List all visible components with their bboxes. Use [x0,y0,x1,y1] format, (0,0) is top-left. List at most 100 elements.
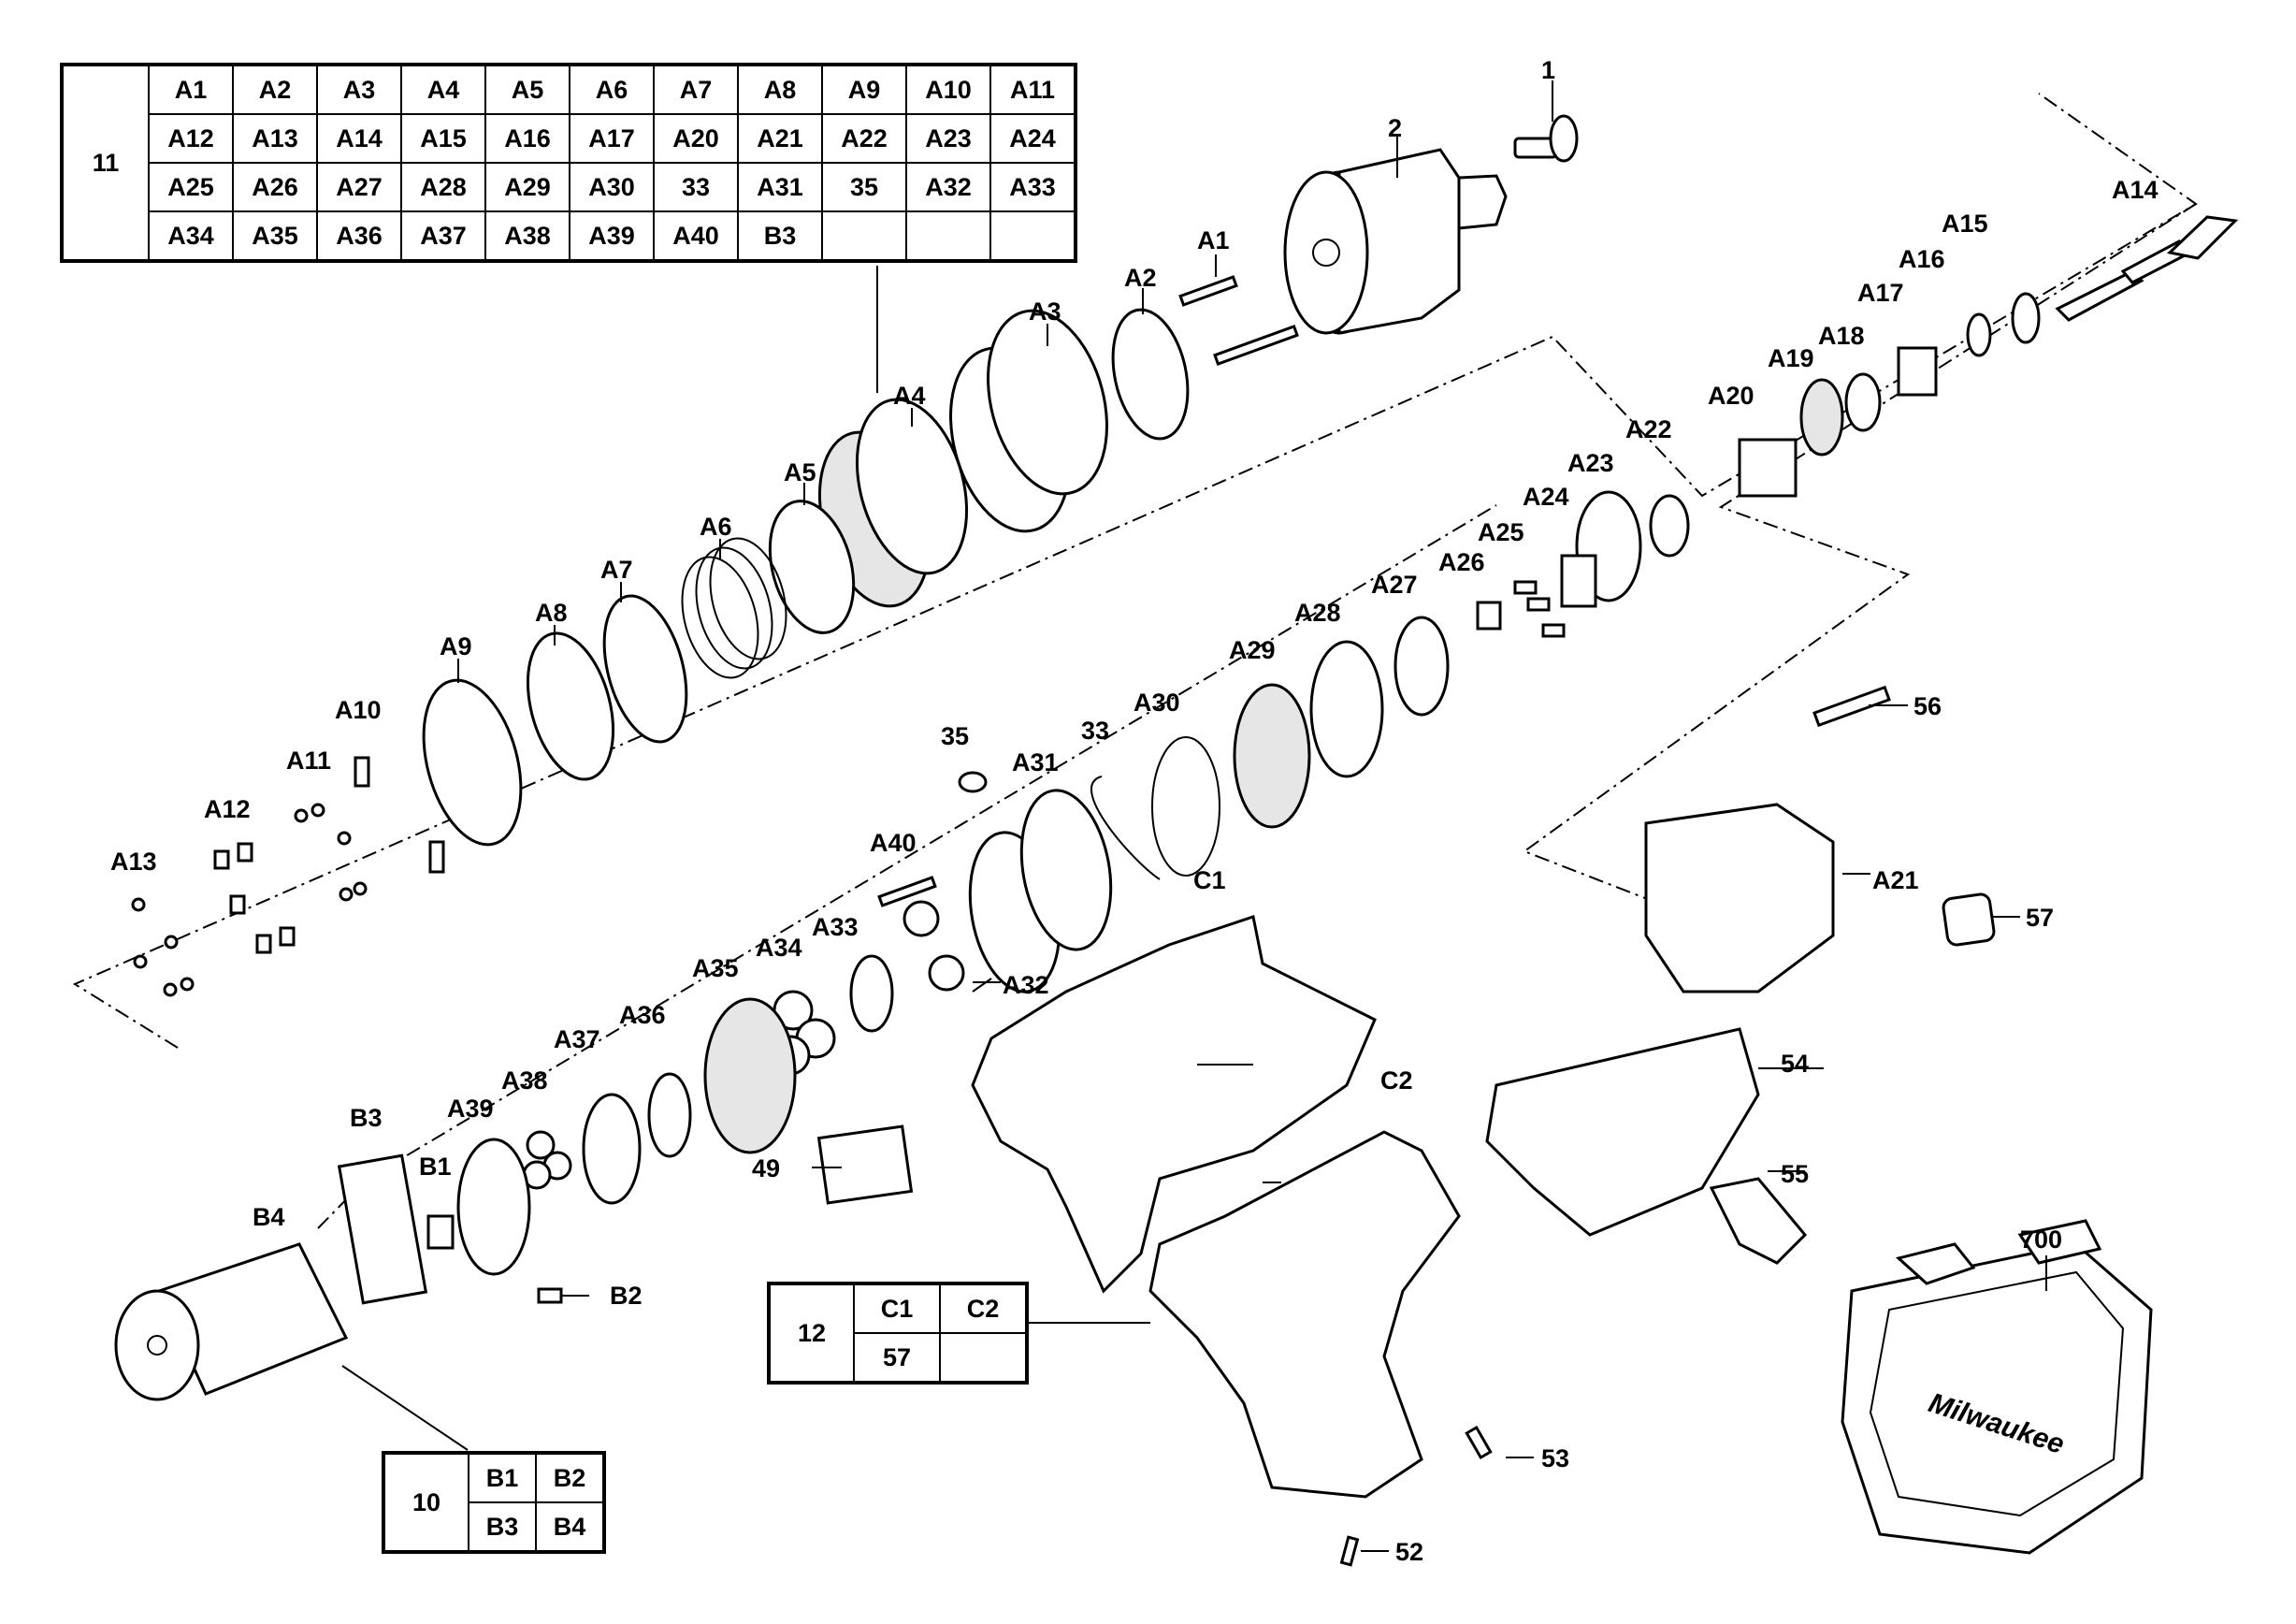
label-a30: A30 [1134,689,1180,717]
table-cell [905,210,991,262]
washer-35 [958,771,988,793]
screw-b2 [537,1287,563,1304]
table-cell: A11 [989,64,1076,115]
clip-a26 [1476,601,1502,631]
table-cell: A12 [148,113,234,164]
ring-a30 [1151,736,1220,877]
table-cell: A22 [821,113,907,164]
label-a25: A25 [1478,518,1524,546]
carrier-a33 [849,954,894,1033]
washer-a8 [526,631,615,781]
table-cell: A21 [737,113,823,164]
label-b2: B2 [610,1282,643,1310]
label-a16: A16 [1899,245,1945,273]
table-cell: B1 [468,1452,537,1503]
screw-56 [1812,685,1891,728]
ring-gear-a29 [1233,683,1311,829]
keyless-chuck [1283,148,1508,335]
table-cell: A34 [148,210,234,262]
table-cell: A26 [232,162,318,212]
washer-a15 [2011,292,2041,344]
table-cell [821,210,907,262]
table-cell: A8 [737,64,823,115]
table-cell: A33 [989,162,1076,212]
label-49: 49 [752,1154,780,1182]
label-a32: A32 [1003,971,1049,999]
table-cell: A32 [905,162,991,212]
label-a23: A23 [1567,449,1614,477]
chuck-screw [1513,114,1579,163]
table-cell: A17 [569,113,655,164]
motor-b4 [114,1242,349,1401]
table-cell: A28 [400,162,486,212]
label-a35: A35 [692,954,739,982]
table-cell: A10 [905,64,991,115]
label-a29: A29 [1229,636,1276,664]
table-cell: C1 [853,1283,941,1334]
table-cell: A13 [232,113,318,164]
screw-53 [1465,1425,1493,1460]
table-cell: A38 [484,210,570,262]
label-a7: A7 [600,556,633,584]
label-a39: A39 [447,1095,494,1123]
label-57: 57 [2026,904,2054,932]
table-cell: A23 [905,113,991,164]
plate-a28 [1309,640,1384,778]
gear-axis-line [72,93,2198,1049]
leader-lines [341,80,2047,1552]
clip-a17 [1897,346,1938,397]
table-cell: A40 [653,210,739,262]
spring-clip-33 [1090,776,1161,880]
label-56: 56 [1913,692,1942,720]
table-cell: A27 [316,162,402,212]
label-a12: A12 [204,795,251,823]
table-cell: A36 [316,210,402,262]
label-a31: A31 [1012,748,1059,776]
label-a21: A21 [1872,866,1919,894]
table-cell: A16 [484,113,570,164]
gear-housing-a9 [422,678,523,847]
screw-a1 [1178,275,1238,307]
label-a1: A1 [1197,226,1230,254]
label-a10: A10 [335,696,382,724]
bracket-a20 [1738,438,1798,498]
spring-a19 [1799,378,1844,457]
washer-a22 [1649,494,1690,558]
label-c2: C2 [1380,1066,1413,1095]
label-a34: A34 [756,934,802,962]
table-cell: A9 [821,64,907,115]
table-cell: A7 [653,64,739,115]
table-cell [939,1332,1028,1384]
screw-a40 [877,876,937,907]
small-parts-a10-a13 [131,756,445,997]
table-cell: A29 [484,162,570,212]
table-cell: A4 [400,64,486,115]
gear-a36 [647,1072,692,1158]
switch-54 [1485,1027,1760,1237]
gears-a32 [903,900,965,992]
gear-case-a31 [968,789,1113,993]
label-a36: A36 [619,1001,666,1029]
housing-a21 [1644,803,1835,993]
label-a8: A8 [535,599,568,627]
label-b1: B1 [419,1153,452,1181]
label-a15: A15 [1942,210,1988,238]
table-cell: 57 [853,1332,941,1384]
kit-table-11: 11 A1 A2 A3 A4 A5 A6 A7 A8 A9 A10 A11 A1… [60,63,1077,263]
motor-plate-b3 [337,1153,428,1305]
screw-a1-long [1213,324,1299,367]
table-cell: A14 [316,113,402,164]
label-a27: A27 [1371,571,1418,599]
kit-table-12: 12 C1 C2 57 [767,1282,1029,1385]
label-a14: A14 [2112,176,2159,204]
label-b3: B3 [350,1104,383,1132]
switch-contacts-49 [816,1124,914,1205]
label-a11: A11 [286,747,331,775]
washer-a39 [456,1138,531,1276]
housing-half-c1 [971,915,1377,1294]
label-a33: A33 [812,913,859,941]
label-52: 52 [1395,1538,1423,1566]
ring-a5 [768,500,856,634]
table-cell: A31 [737,162,823,212]
